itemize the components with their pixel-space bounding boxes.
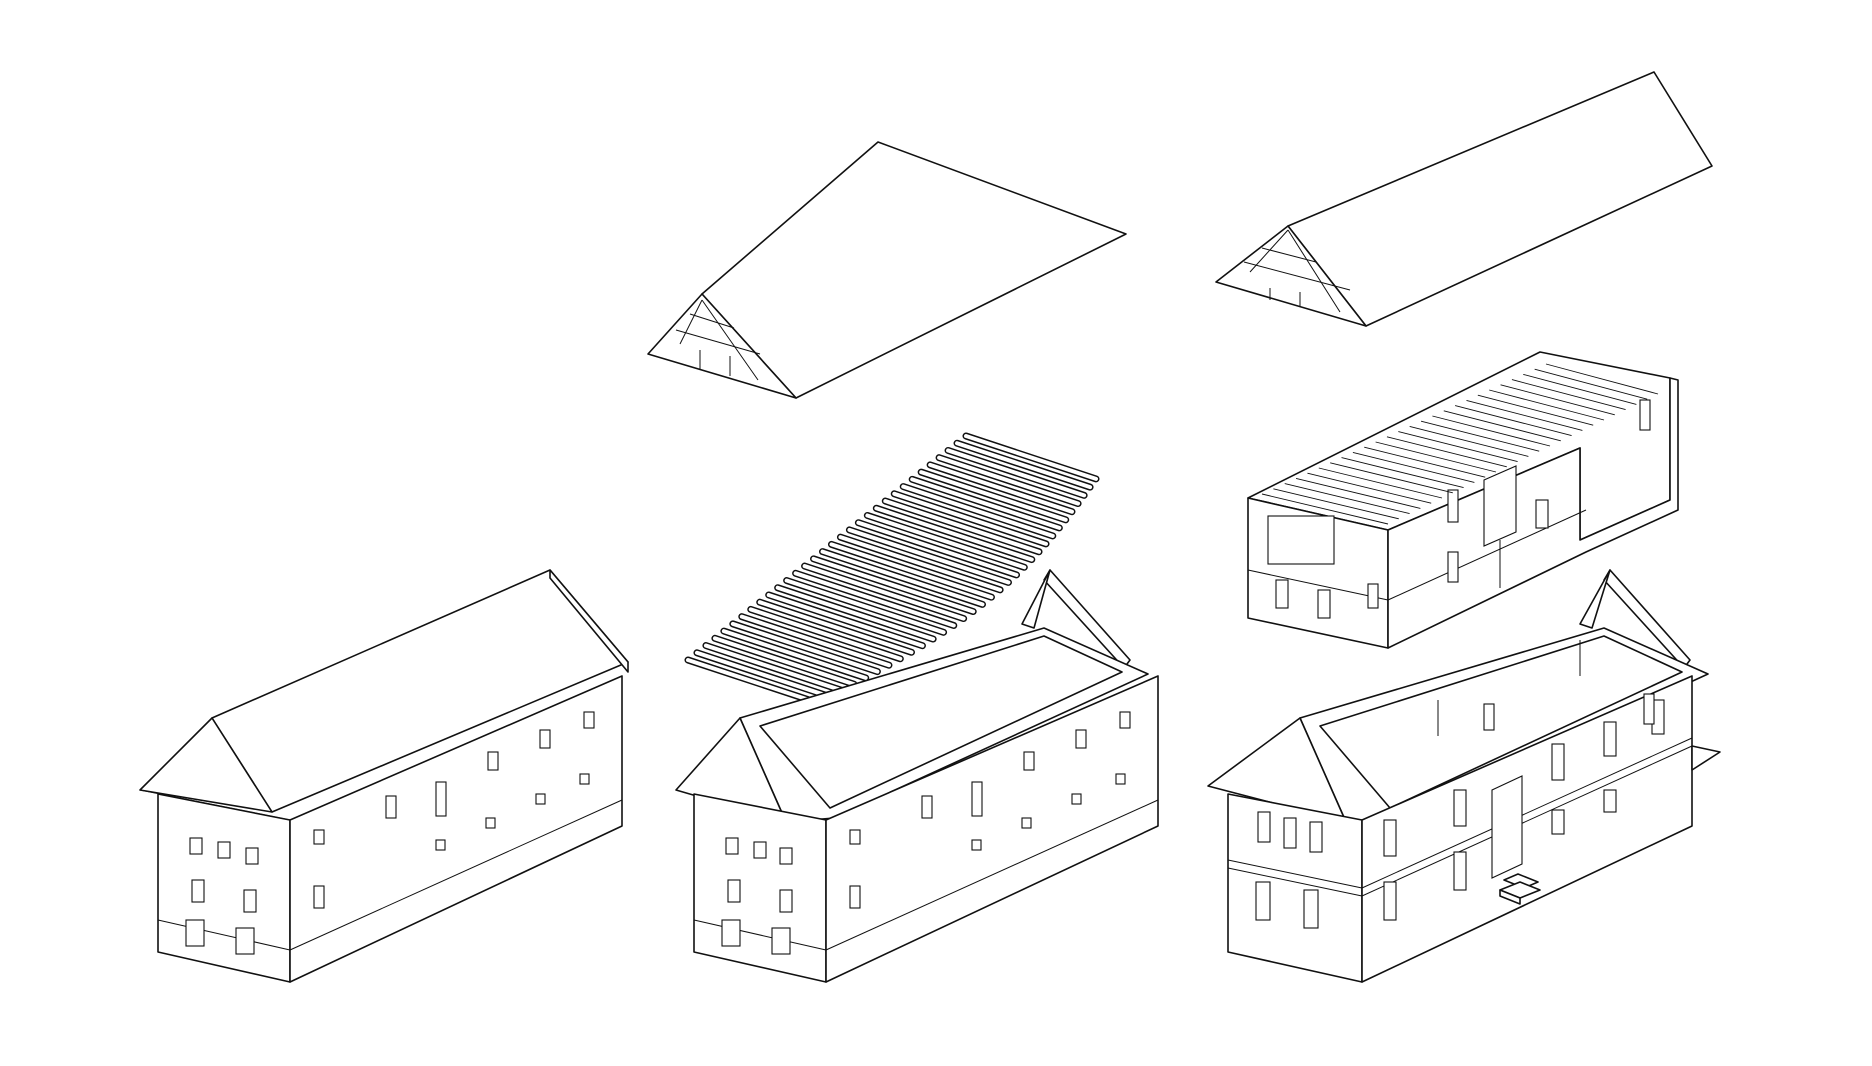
floor-frame-member bbox=[1398, 431, 1518, 463]
floor-frame-member bbox=[1375, 441, 1497, 473]
floor-frame-member bbox=[1307, 472, 1432, 504]
floor-frame-member bbox=[1386, 436, 1507, 468]
floor-frame-member bbox=[1352, 451, 1475, 483]
building-3-floor-frame bbox=[1261, 363, 1659, 525]
building-3-walls bbox=[1207, 569, 1721, 983]
floor-frame-member bbox=[1295, 477, 1421, 509]
floor-frame-member bbox=[1455, 405, 1572, 437]
floor-joist-highlight bbox=[686, 658, 820, 705]
floor-joist-highlight bbox=[802, 564, 966, 621]
floor-joist-highlight bbox=[766, 592, 925, 648]
panel-new-insertion bbox=[1207, 71, 1721, 983]
building-3-roof bbox=[1215, 71, 1713, 327]
building-3-windows bbox=[1255, 693, 1665, 929]
floor-joist-highlight bbox=[703, 643, 844, 693]
floor-frame-member bbox=[1534, 368, 1648, 400]
floor-joist-highlight bbox=[829, 542, 994, 600]
floor-joist-highlight bbox=[748, 607, 903, 661]
building-3-entrance-stair bbox=[1499, 873, 1541, 905]
floor-frame-member bbox=[1477, 394, 1594, 426]
floor-frame-member bbox=[1489, 389, 1605, 421]
building-1-windows bbox=[185, 711, 595, 955]
floor-frame-member bbox=[1330, 462, 1453, 494]
floor-joist-highlight bbox=[892, 491, 1049, 546]
floor-joist-highlight bbox=[820, 549, 985, 607]
floor-frame-member bbox=[1318, 467, 1443, 499]
building-2-floor-joists bbox=[684, 432, 1100, 707]
floor-frame-member bbox=[1364, 446, 1486, 478]
floor-frame-member bbox=[1284, 483, 1410, 515]
floor-frame-member bbox=[1341, 457, 1464, 489]
floor-frame-member bbox=[1432, 415, 1551, 447]
floor-frame-member bbox=[1273, 488, 1399, 520]
floor-joist-highlight bbox=[955, 441, 1093, 490]
floor-frame-member bbox=[1511, 379, 1626, 411]
floor-joist-highlight bbox=[928, 462, 1074, 514]
floor-joist-highlight bbox=[838, 535, 1003, 592]
floor-joist-highlight bbox=[811, 556, 976, 614]
floor-joist-highlight bbox=[730, 621, 880, 674]
floor-joist-highlight bbox=[964, 434, 1098, 481]
floor-joist-highlight bbox=[874, 506, 1034, 562]
building-2-roof bbox=[647, 141, 1127, 399]
floor-joist-highlight bbox=[757, 600, 914, 655]
floor-frame-member bbox=[1466, 399, 1583, 431]
floor-frame-member bbox=[1500, 384, 1615, 416]
floor-joist-highlight bbox=[919, 470, 1068, 522]
floor-joist-highlight bbox=[910, 477, 1062, 530]
building-3-inserted-volume bbox=[1247, 351, 1679, 649]
floor-frame-member bbox=[1523, 373, 1637, 405]
floor-frame-member bbox=[1545, 363, 1659, 395]
floor-joist-highlight bbox=[775, 585, 936, 642]
floor-frame-member bbox=[1261, 493, 1389, 525]
floor-frame-member bbox=[1443, 410, 1561, 442]
floor-joist-highlight bbox=[721, 629, 868, 680]
floor-joist-highlight bbox=[865, 513, 1027, 570]
panel-deconstructed bbox=[647, 141, 1159, 983]
floor-joist-highlight bbox=[694, 650, 833, 699]
floor-frame-member bbox=[1409, 425, 1529, 457]
floor-joist-highlight bbox=[712, 636, 856, 687]
building-1-roof bbox=[139, 569, 629, 813]
floor-joist-highlight bbox=[847, 527, 1011, 585]
floor-joist-highlight bbox=[856, 520, 1019, 577]
floor-joist-highlight bbox=[784, 578, 946, 635]
floor-joist-highlight bbox=[946, 448, 1087, 498]
floor-frame-member bbox=[1420, 420, 1540, 452]
building-2-windows bbox=[721, 711, 1131, 955]
floor-joist-highlight bbox=[739, 614, 891, 668]
floor-joist-highlight bbox=[883, 499, 1042, 554]
floor-joist-highlight bbox=[793, 571, 956, 628]
floor-joist-highlight bbox=[937, 455, 1081, 506]
floor-joist-highlight bbox=[901, 484, 1055, 538]
panel-existing-building bbox=[139, 569, 629, 983]
building-2-walls bbox=[675, 569, 1159, 983]
